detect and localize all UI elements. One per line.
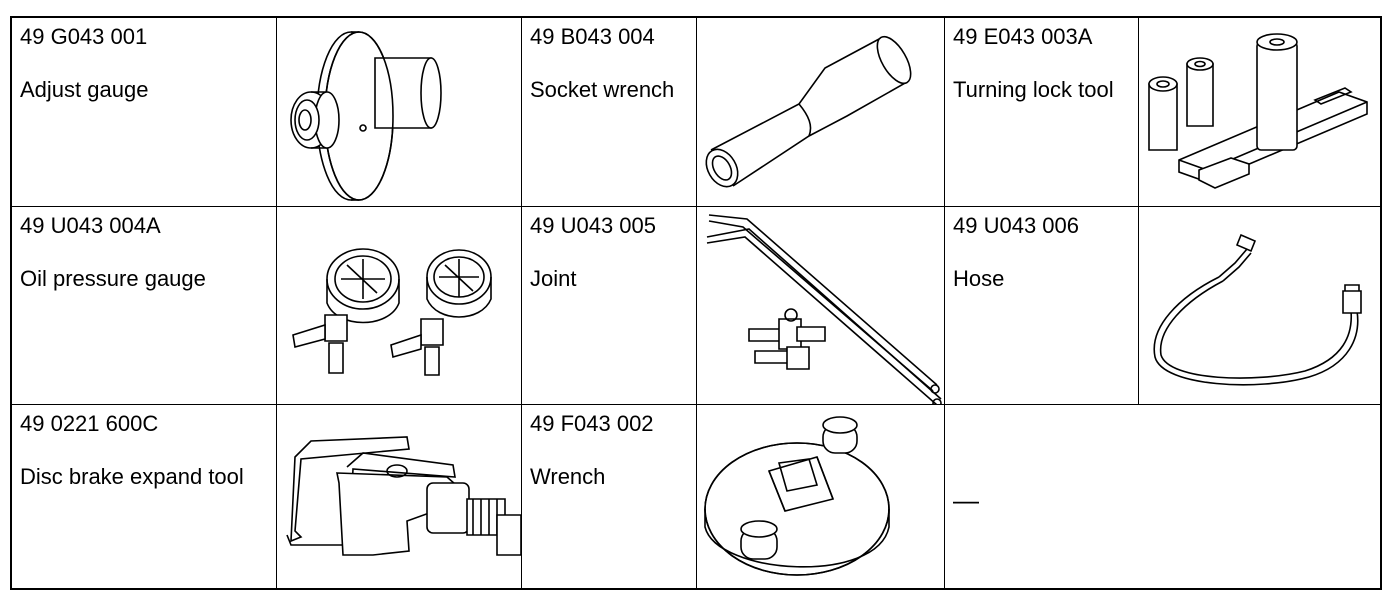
grid-line <box>276 18 277 588</box>
part-number: 49 G043 001 <box>20 24 148 49</box>
grid-line <box>12 404 1380 405</box>
tool-cell: 49 U043 004A Oil pressure gauge <box>12 207 276 404</box>
part-number: 49 U043 006 <box>953 213 1079 238</box>
tool-name: Hose <box>953 266 1005 291</box>
tool-name: Wrench <box>530 464 606 489</box>
tool-name: Joint <box>530 266 577 291</box>
tool-name: Oil pressure gauge <box>20 266 206 291</box>
tool-name: Turning lock tool <box>953 77 1114 102</box>
part-number: 49 U043 005 <box>530 213 656 238</box>
grid-line <box>521 18 522 588</box>
part-number: 49 B043 004 <box>530 24 655 49</box>
tool-cell: 49 G043 001 Adjust gauge <box>12 18 276 206</box>
part-number: 49 U043 004A <box>20 213 161 238</box>
part-number: 49 0221 600C <box>20 411 159 436</box>
tool-cell: 49 U043 005 Joint <box>522 207 696 404</box>
disc-brake-expand-tool-icon <box>277 405 521 588</box>
tool-name: Adjust gauge <box>20 77 149 102</box>
socket-wrench-icon <box>697 18 944 206</box>
adjust-gauge-icon <box>277 18 521 206</box>
tool-cell: 49 U043 006 Hose <box>945 207 1138 404</box>
tool-cell: 49 E043 003A Turning lock tool <box>945 18 1138 206</box>
tool-cell: 49 F043 002 Wrench <box>522 405 696 588</box>
tool-name: Socket wrench <box>530 77 675 102</box>
tool-cell: 49 0221 600C Disc brake expand tool <box>12 405 276 588</box>
part-number: 49 F043 002 <box>530 411 654 436</box>
wrench-icon <box>697 405 944 588</box>
empty-dash: — <box>953 485 979 515</box>
tool-cell: 49 B043 004 Socket wrench <box>522 18 696 206</box>
empty-cell: — <box>945 405 1380 588</box>
oil-pressure-gauge-icon <box>277 207 521 404</box>
part-number: 49 E043 003A <box>953 24 1093 49</box>
grid-line <box>944 18 945 588</box>
joint-icon <box>697 207 944 404</box>
hose-icon <box>1139 207 1380 404</box>
turning-lock-tool-icon <box>1139 18 1380 206</box>
tool-name: Disc brake expand tool <box>20 464 244 489</box>
grid-line <box>1138 18 1139 404</box>
grid-line <box>12 206 1380 207</box>
grid-line <box>696 18 697 588</box>
special-tools-table: 49 G043 001 Adjust gauge 49 B043 004 Soc… <box>10 16 1382 590</box>
